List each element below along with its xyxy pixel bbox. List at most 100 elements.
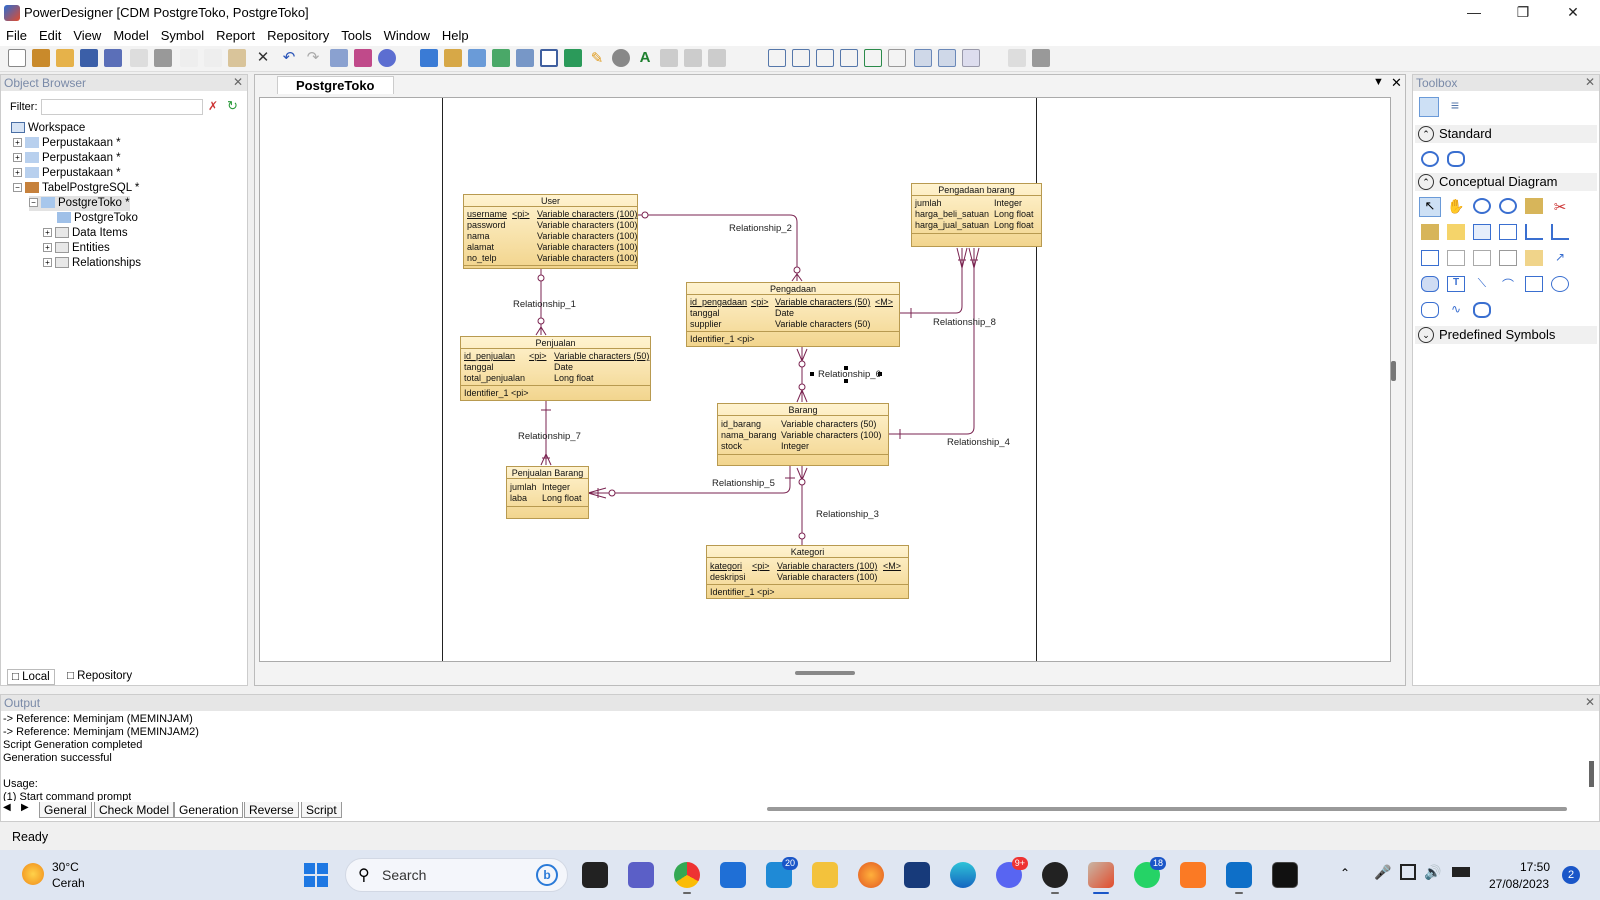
menu-symbol[interactable]: Symbol <box>160 28 205 43</box>
zoom-in-tool-icon[interactable] <box>1473 198 1491 214</box>
clock-time[interactable]: 17:50 <box>1520 860 1551 874</box>
minimize-button[interactable]: — <box>1467 4 1481 20</box>
menu-tools[interactable]: Tools <box>341 28 372 43</box>
powerdesigner-taskbar-icon[interactable] <box>1088 862 1114 894</box>
refresh-icon[interactable] <box>492 49 510 67</box>
expand-icon[interactable]: + <box>43 243 52 253</box>
github-icon[interactable] <box>1042 862 1068 894</box>
expand-icon[interactable]: + <box>13 153 22 163</box>
file-explorer-icon[interactable] <box>812 862 838 888</box>
clock-date[interactable]: 27/08/2023 <box>1489 877 1550 891</box>
tab-script[interactable]: Script <box>301 802 342 818</box>
entity-kategori[interactable]: Kategori kategori <pi> Variable characte… <box>706 545 909 599</box>
traceability-link-tool-icon[interactable]: ↗ <box>1554 250 1566 264</box>
arc-tool-icon[interactable]: ⌒ <box>1501 278 1514 292</box>
properties-icon[interactable] <box>330 49 348 67</box>
volume-icon[interactable]: 🔊 <box>1424 864 1442 880</box>
list-view-icon[interactable]: ≡ <box>1450 97 1460 113</box>
relationship-4-label[interactable]: Relationship_4 <box>947 437 1010 448</box>
relationship-3-label[interactable]: Relationship_3 <box>816 509 879 520</box>
pencil-icon[interactable]: ✎ <box>590 50 604 67</box>
tree-perpustakaan-2[interactable]: +Perpustakaan * <box>13 151 121 166</box>
search-box[interactable]: ⚲ Search b <box>345 858 568 892</box>
zoom-selection-icon[interactable] <box>840 49 858 67</box>
tab-local[interactable]: □ Local <box>7 669 55 685</box>
tray-overflow-icon[interactable]: ⌃ <box>1340 866 1351 880</box>
copy-icon[interactable] <box>204 49 222 67</box>
relationship-tool-icon[interactable] <box>1525 224 1543 240</box>
task-view-icon[interactable] <box>582 862 608 888</box>
printer-icon[interactable] <box>1032 49 1050 67</box>
save-all-icon[interactable] <box>104 49 122 67</box>
section-standard[interactable]: ⌃Standard <box>1415 125 1597 143</box>
delete-tool-icon[interactable]: ✂ <box>1553 199 1567 216</box>
relationship-8-label[interactable]: Relationship_8 <box>933 317 996 328</box>
grid-view-icon[interactable] <box>1419 97 1439 117</box>
previous-view-icon[interactable] <box>888 49 906 67</box>
relationship-6-label[interactable]: Relationship_6 <box>818 369 881 380</box>
paste-icon[interactable] <box>228 49 246 67</box>
start-button[interactable] <box>304 863 328 887</box>
zoom-tool-icon[interactable] <box>1421 151 1439 167</box>
entity-pengadaan[interactable]: Pengadaan id_pengadaan <pi> Variable cha… <box>686 282 900 347</box>
grabber-tool-icon[interactable]: ✋ <box>1447 198 1465 214</box>
refresh-diagram-icon[interactable] <box>864 49 882 67</box>
zoom-out-tool-icon[interactable] <box>1499 198 1517 214</box>
panel-close-icon[interactable]: ✕ <box>233 75 244 89</box>
expand-icon[interactable]: + <box>43 228 52 238</box>
tab-postgretoko[interactable]: PostgreToko <box>277 76 394 94</box>
check-model-icon[interactable] <box>354 49 372 67</box>
whatsapp-icon[interactable]: 18 <box>1134 857 1166 888</box>
inheritance-tool-icon[interactable] <box>1499 224 1517 240</box>
tree-entities[interactable]: +Entities <box>43 241 110 256</box>
repository-icon[interactable] <box>468 49 486 67</box>
new-icon[interactable] <box>8 49 26 67</box>
note-tool-icon[interactable] <box>1447 224 1465 240</box>
notification-badge[interactable]: 2 <box>1562 866 1580 884</box>
entity-penjualan[interactable]: Penjualan id_penjualan <pi> Variable cha… <box>460 336 651 401</box>
redo-icon[interactable]: ↷ <box>306 49 320 66</box>
text-box-tool-icon[interactable]: T <box>1447 276 1465 292</box>
expand-icon[interactable]: + <box>43 258 52 268</box>
package-tool-icon[interactable] <box>1421 224 1439 240</box>
output-hscrollbar[interactable] <box>767 807 1567 811</box>
output-scroll-thumb[interactable] <box>1589 761 1594 787</box>
package-icon[interactable] <box>420 49 438 67</box>
entity-pengadaan-barang[interactable]: Pengadaan barang jumlah Integer harga_be… <box>911 183 1042 247</box>
tab-scroll-right-icon[interactable]: ▶ <box>21 802 29 813</box>
toolbox-close-icon[interactable]: ✕ <box>1585 75 1596 89</box>
save-icon[interactable] <box>80 49 98 67</box>
link-tool-icon[interactable] <box>1473 250 1491 266</box>
menu-file[interactable]: File <box>6 28 27 43</box>
tab-generation[interactable]: Generation <box>174 802 244 818</box>
firefox-icon[interactable] <box>858 862 884 888</box>
table-icon[interactable] <box>564 49 582 67</box>
print-icon[interactable] <box>154 49 172 67</box>
report-icon[interactable] <box>516 49 534 67</box>
vscode-icon[interactable] <box>1226 862 1252 894</box>
entity-tool-icon[interactable] <box>1473 224 1491 240</box>
line-tool-icon[interactable]: ⟍ <box>1477 276 1487 290</box>
expand-icon[interactable]: + <box>13 168 22 178</box>
text-tool-icon[interactable] <box>1525 250 1543 266</box>
folder-icon[interactable] <box>444 49 462 67</box>
xampp-icon[interactable] <box>1180 862 1206 888</box>
terminal-app-icon[interactable] <box>904 862 930 888</box>
cut-icon[interactable] <box>180 49 198 67</box>
menu-edit[interactable]: Edit <box>38 28 62 43</box>
grid-icon[interactable] <box>962 49 980 67</box>
text-icon[interactable]: A <box>639 49 651 66</box>
relationship-5-label[interactable]: Relationship_5 <box>712 478 775 489</box>
entity-user[interactable]: User username <pi> Variable characters (… <box>463 194 638 269</box>
ellipse-tool-icon[interactable] <box>1551 276 1569 292</box>
association-tool-icon[interactable] <box>1551 224 1569 240</box>
menu-window[interactable]: Window <box>383 28 430 43</box>
bing-icon[interactable]: b <box>536 864 558 886</box>
command-prompt-icon[interactable] <box>1272 862 1298 888</box>
relationship-7-label[interactable]: Relationship_7 <box>518 431 581 442</box>
tab-general[interactable]: General <box>39 802 92 818</box>
output-close-icon[interactable]: ✕ <box>1585 695 1596 709</box>
rounded-rectangle-tool-icon[interactable] <box>1421 302 1439 318</box>
tab-check-model[interactable]: Check Model <box>94 802 175 818</box>
microphone-icon[interactable]: 🎤 <box>1374 864 1392 880</box>
